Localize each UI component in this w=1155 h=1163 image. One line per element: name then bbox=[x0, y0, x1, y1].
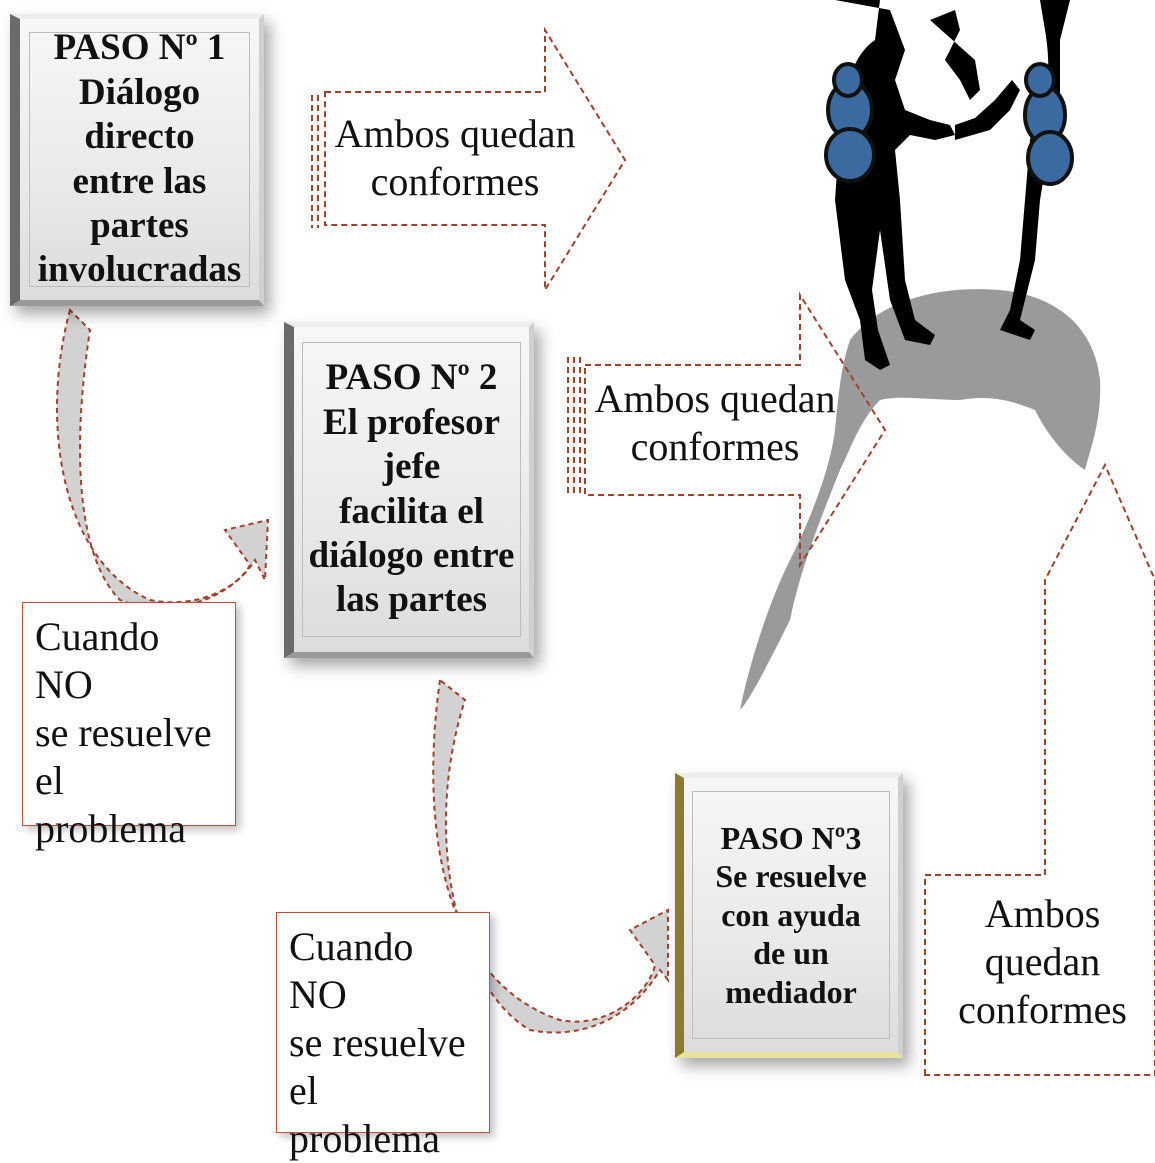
step-3-line-1: Se resuelve bbox=[715, 858, 867, 895]
callout-1-line-3: el problema bbox=[35, 758, 187, 851]
outcome-2-line-1: Ambos quedan bbox=[594, 376, 836, 421]
callout-2-line-3: el problema bbox=[289, 1068, 441, 1161]
callout-1-line-2: se resuelve bbox=[35, 710, 212, 755]
step-2-box: PASO Nº 2 El profesor jefe facilita el d… bbox=[284, 322, 534, 658]
outcome-3-line-2: quedan bbox=[984, 939, 1101, 984]
step-3-title: PASO Nº3 bbox=[720, 820, 862, 857]
outcome-3-line-3: conformes bbox=[958, 987, 1127, 1032]
step-1-box: PASO Nº 1 Diálogo directo entre las part… bbox=[10, 14, 264, 306]
step-2-line-1: El profesor jefe bbox=[322, 401, 501, 488]
outcome-arrow-1 bbox=[324, 26, 627, 294]
hill-illustration bbox=[740, 289, 1101, 710]
step-1-title: PASO Nº 1 bbox=[53, 27, 226, 69]
step-1-line-3: involucradas bbox=[37, 249, 242, 291]
step-1-line-1: Diálogo directo bbox=[78, 71, 201, 158]
outcome-3-text: Ambos quedan conformes bbox=[930, 890, 1155, 1034]
transition-arrow-1 bbox=[56, 308, 270, 609]
callout-2-line-1: Cuando NO bbox=[289, 924, 414, 1017]
outcome-1-text: Ambos quedan conformes bbox=[330, 110, 580, 206]
callout-1-line-1: Cuando NO bbox=[35, 614, 160, 707]
callout-1: Cuando NO se resuelve el problema bbox=[22, 602, 236, 851]
step-3-line-3: de un bbox=[753, 935, 829, 972]
step-2-title: PASO Nº 2 bbox=[325, 357, 498, 399]
outcome-3-line-1: Ambos bbox=[984, 891, 1101, 936]
step-2-line-3: diálogo entre bbox=[308, 534, 515, 576]
diagram-background bbox=[56, 0, 1155, 1076]
step-2-line-4: las partes bbox=[335, 579, 488, 621]
step-3-line-4: mediador bbox=[725, 973, 857, 1010]
outcome-arrow-3 bbox=[924, 462, 1155, 1076]
outcome-1-line-1: Ambos quedan bbox=[334, 111, 576, 156]
step-2-line-2: facilita el bbox=[339, 490, 484, 532]
step-3-line-2: con ayuda bbox=[721, 896, 861, 933]
backpack-right-illustration bbox=[1023, 62, 1074, 186]
backpack-left-illustration bbox=[824, 62, 876, 183]
step-3-box: PASO Nº3 Se resuelve con ayuda de un med… bbox=[675, 773, 903, 1058]
callout-2-line-2: se resuelve bbox=[289, 1020, 466, 1065]
outcome-2-text: Ambos quedan conformes bbox=[590, 375, 840, 471]
outcome-1-line-2: conformes bbox=[370, 159, 540, 204]
outcome-arrow-2 bbox=[584, 291, 887, 569]
callout-2: Cuando NO se resuelve el problema bbox=[276, 912, 490, 1161]
step-1-line-2: entre las partes bbox=[72, 160, 207, 246]
outcome-2-line-2: conformes bbox=[630, 424, 800, 469]
